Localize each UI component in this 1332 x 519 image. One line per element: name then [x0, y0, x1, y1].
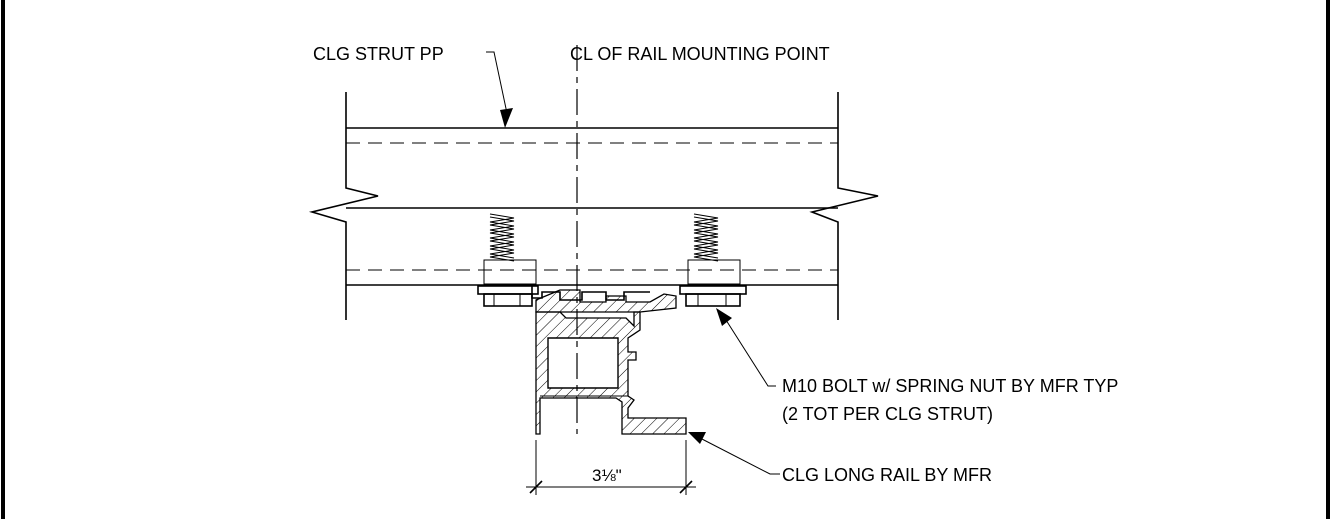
dimension-rail-width [526, 440, 696, 495]
label-rail: CLG LONG RAIL BY MFR [782, 465, 992, 485]
spring-nut-left [477, 285, 539, 307]
label-bolt-line1: M10 BOLT w/ SPRING NUT BY MFR TYP [782, 376, 1118, 396]
label-centerline: CL OF RAIL MOUNTING POINT [570, 44, 830, 64]
leader-rail [688, 432, 780, 475]
label-ceiling-strut: CLG STRUT PP [313, 44, 444, 64]
spring-right [687, 213, 741, 285]
leader-strut [486, 51, 513, 128]
spring-left [483, 213, 537, 285]
rail-hollow [547, 337, 619, 389]
rail-top-flange [531, 286, 677, 313]
label-bolt-line2: (2 TOT PER CLG STRUT) [782, 404, 993, 424]
leader-bolt [716, 308, 776, 387]
spring-nut-right [679, 285, 747, 307]
ceiling-strut [308, 92, 879, 320]
label-dimension: 3⅛" [592, 466, 622, 485]
